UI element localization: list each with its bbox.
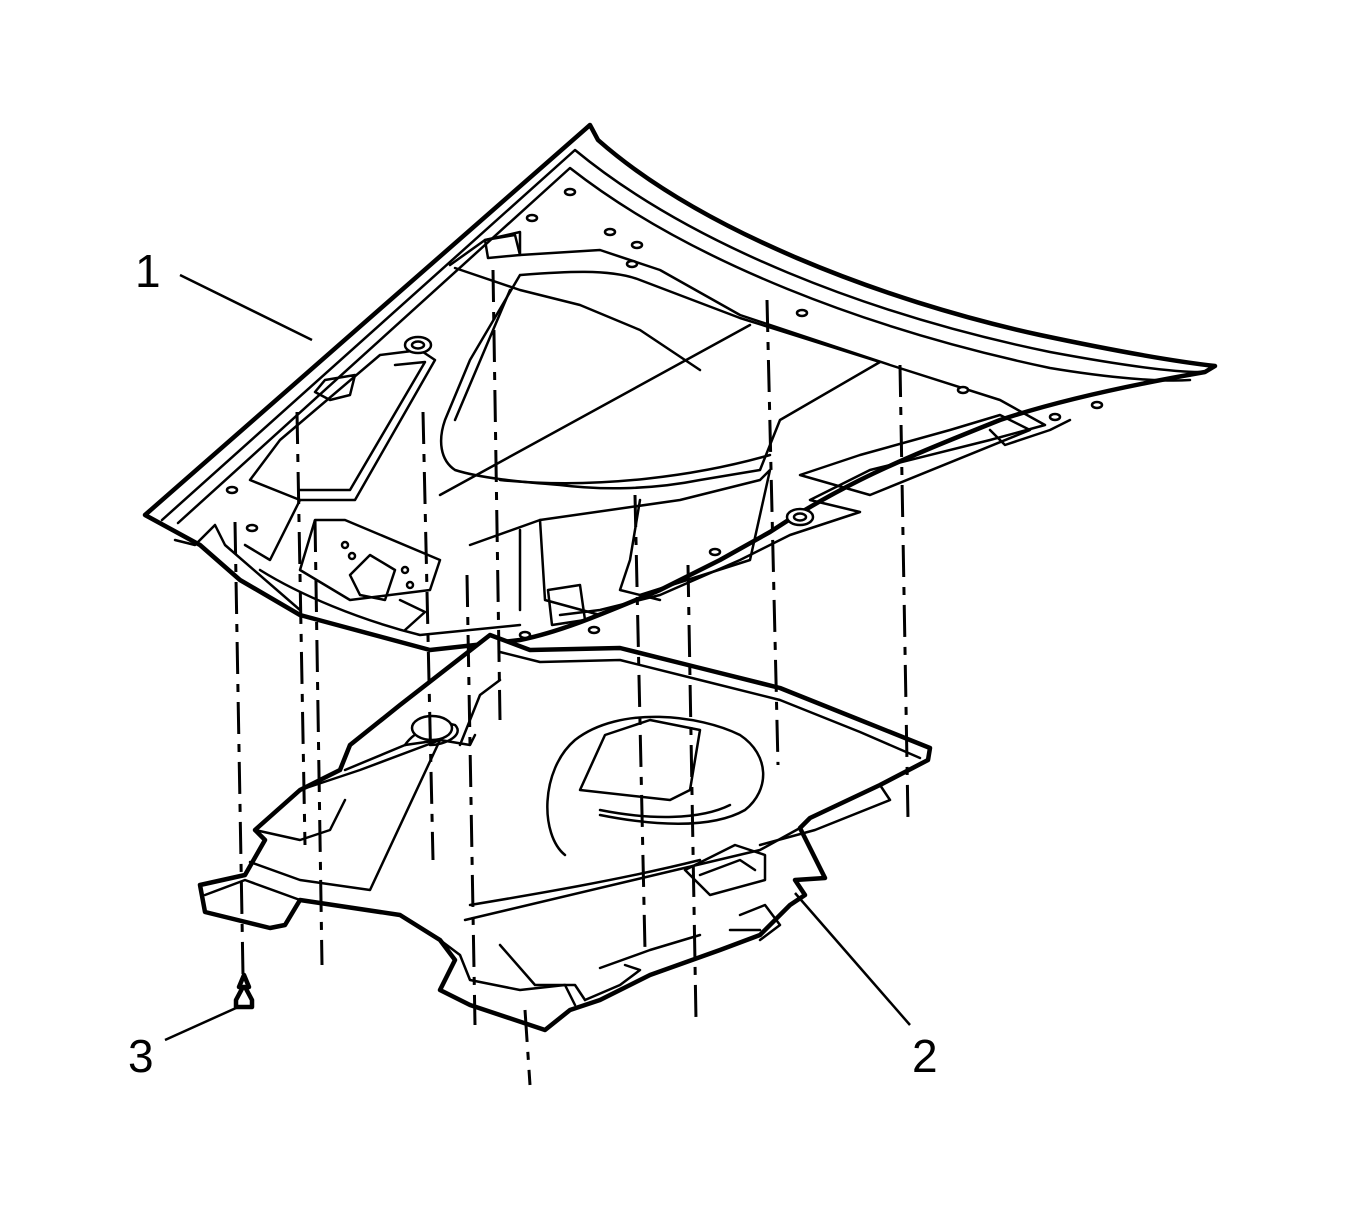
alignment-lines	[233, 269, 910, 1086]
hood-outline	[142, 122, 1218, 653]
retainer-fastener	[233, 972, 255, 1010]
callout-3: 3	[128, 1006, 237, 1082]
hood-panel	[142, 122, 1218, 653]
callout-3-label: 3	[128, 1030, 154, 1082]
callout-1-label: 1	[135, 245, 161, 297]
insulator-hole	[410, 714, 454, 742]
callout-2-label: 2	[912, 1030, 938, 1082]
callout-1: 1	[135, 245, 313, 342]
hood-insulator	[197, 632, 933, 1033]
insulator-outline	[197, 632, 933, 1033]
callout-2: 2	[794, 892, 938, 1082]
hood-latch	[298, 518, 442, 632]
insulator-center-recess	[546, 715, 765, 857]
hood-center-cutout	[439, 270, 882, 490]
